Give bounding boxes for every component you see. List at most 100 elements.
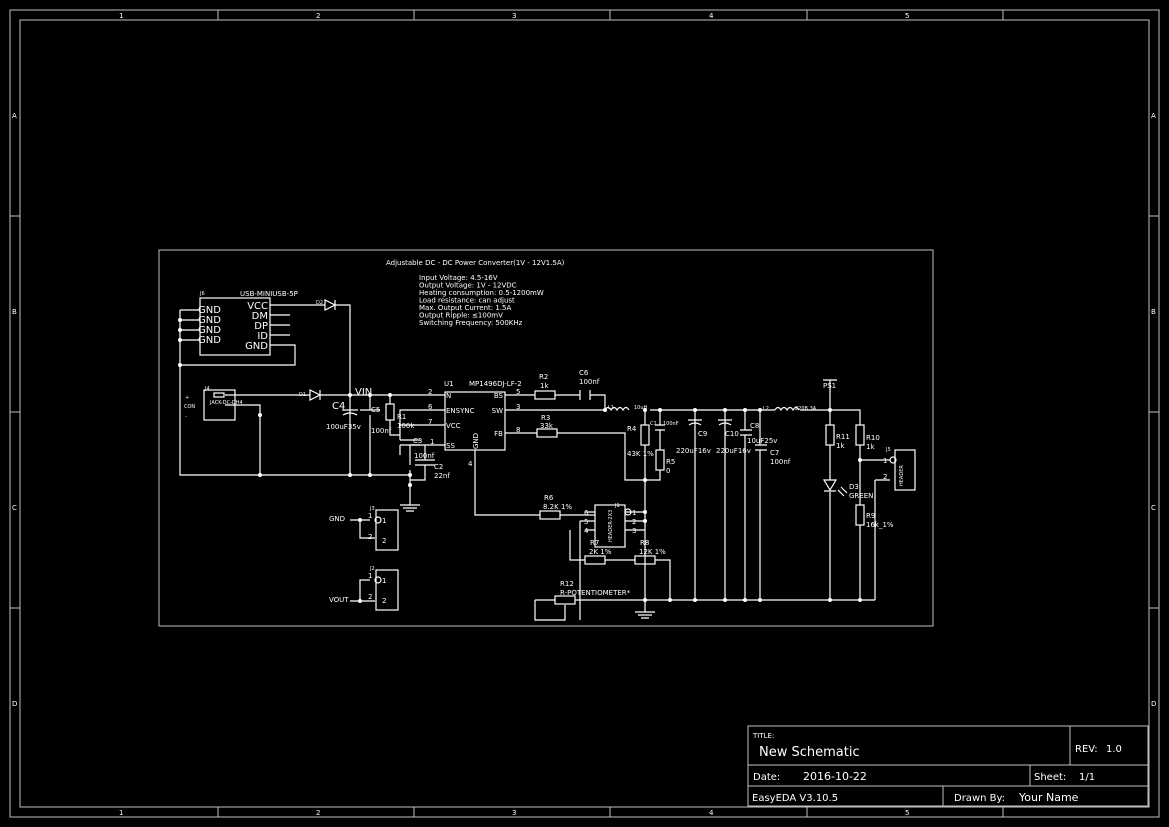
component-label: GREEN <box>849 492 873 500</box>
row-label: C <box>1151 504 1156 512</box>
component-label: EasyEDA V3.10.5 <box>752 793 838 804</box>
component-label: FB <box>494 430 503 438</box>
component-label: Date: <box>753 772 780 783</box>
component-label: 1 <box>632 509 636 517</box>
column-label: 2 <box>316 809 320 817</box>
column-label: 4 <box>709 809 714 817</box>
component-label: GND <box>198 325 221 336</box>
diode-icon <box>309 299 337 401</box>
component-label: 100nf <box>579 378 600 386</box>
component-label: R9 <box>866 512 875 520</box>
dc-jack-j4 <box>203 389 236 421</box>
component-label: GND <box>472 433 480 449</box>
component-label: R10 <box>866 434 880 442</box>
component-label: 220B 3A <box>795 406 817 412</box>
component-label: 12K 1% <box>639 548 666 556</box>
component-label: 1 <box>883 457 887 465</box>
component-label: REV: <box>1075 744 1098 755</box>
component-label: Load resistance: can adjust <box>419 297 515 305</box>
resistor-r6 <box>539 510 561 520</box>
component-label: D1 <box>299 392 306 398</box>
resistor-r1 <box>385 403 395 421</box>
component-label: 4 <box>468 460 473 468</box>
component-label: ID <box>257 331 268 342</box>
component-label: 1k <box>836 442 845 450</box>
component-label: R2 <box>539 373 548 381</box>
resistor-r3 <box>536 428 558 438</box>
component-label: 33k <box>540 422 554 430</box>
component-label: 220uF16v <box>676 447 711 455</box>
component-label: Switching Frequency: 500KHz <box>419 319 523 327</box>
row-label: D <box>12 700 17 708</box>
resistor-r8 <box>634 555 656 565</box>
header-j2 <box>375 569 399 611</box>
component-label: J1 <box>614 503 620 509</box>
capacitor-icon <box>342 409 767 466</box>
component-label: HEADER-2X3 <box>608 510 614 542</box>
resistor-r5 <box>655 449 665 471</box>
component-label: CON <box>184 404 195 410</box>
component-label: 1 <box>382 517 386 525</box>
component-label: C6 <box>579 369 589 377</box>
component-label: Drawn By: <box>954 793 1005 804</box>
row-label: B <box>12 308 17 316</box>
schematic-border <box>158 249 934 627</box>
column-label: 3 <box>512 809 516 817</box>
component-label: - <box>185 414 187 420</box>
component-label: 0 <box>666 467 670 475</box>
component-label: ENSYNC <box>446 407 475 415</box>
component-label: 7 <box>428 418 432 426</box>
component-label: 100k <box>397 422 415 430</box>
component-label: VIN <box>355 387 372 398</box>
usb-connector-j6 <box>199 297 271 356</box>
row-label: B <box>1151 308 1156 316</box>
component-label: GND <box>329 515 345 523</box>
component-label: 2 <box>428 388 432 396</box>
component-label: C8 <box>750 422 759 430</box>
component-label: 2 <box>632 518 636 526</box>
component-label: J6 <box>199 291 205 297</box>
component-label: 100nF <box>663 421 679 427</box>
component-label: SS <box>446 442 455 450</box>
component-label: 1 <box>382 577 386 585</box>
component-label: MP1496DJ-LF-2 <box>469 380 522 388</box>
component-label: J5 <box>885 447 891 453</box>
component-label: L1 <box>608 405 614 411</box>
component-label: 100nf <box>770 458 791 466</box>
component-label: 6 <box>428 403 433 411</box>
component-label: 2 <box>883 473 887 481</box>
component-label: 2 <box>382 537 386 545</box>
component-label: C3 <box>413 437 422 445</box>
component-bodies <box>199 297 916 611</box>
component-label: USB-MINIUSB-5P <box>240 290 298 298</box>
component-label: 1.0 <box>1106 744 1122 755</box>
component-label: VOUT <box>329 596 349 604</box>
column-label: 1 <box>119 809 123 817</box>
component-label: 5 <box>516 388 520 396</box>
resistor-r2 <box>534 390 556 400</box>
component-label: GND <box>198 335 221 346</box>
component-label: 2016-10-22 <box>803 770 867 783</box>
column-label: 5 <box>905 12 909 20</box>
column-label: 4 <box>709 12 714 20</box>
component-label: 100nf <box>414 452 435 460</box>
component-label: C9 <box>698 430 707 438</box>
component-label: Input Voltage: 4.5-16V <box>419 274 498 282</box>
component-label: 220uF16v <box>716 447 751 455</box>
component-label: 4 <box>584 527 589 535</box>
component-label: 6 <box>584 509 589 517</box>
design-notes: Adjustable DC - DC Power Converter(1V - … <box>386 259 565 327</box>
component-label: N <box>446 392 451 400</box>
component-label: DM <box>252 311 268 322</box>
component-label: 16k_1% <box>866 521 894 529</box>
component-label: 8.2K 1% <box>543 503 572 511</box>
component-label: DP <box>254 321 268 332</box>
component-label: 1 <box>368 572 372 580</box>
component-label: New Schematic <box>759 745 860 760</box>
component-label: 10uH <box>634 405 648 411</box>
component-label: C1 <box>650 421 657 427</box>
component-label: 5 <box>584 518 588 526</box>
component-label: U1 <box>444 380 454 388</box>
component-label: L2 <box>763 406 769 412</box>
